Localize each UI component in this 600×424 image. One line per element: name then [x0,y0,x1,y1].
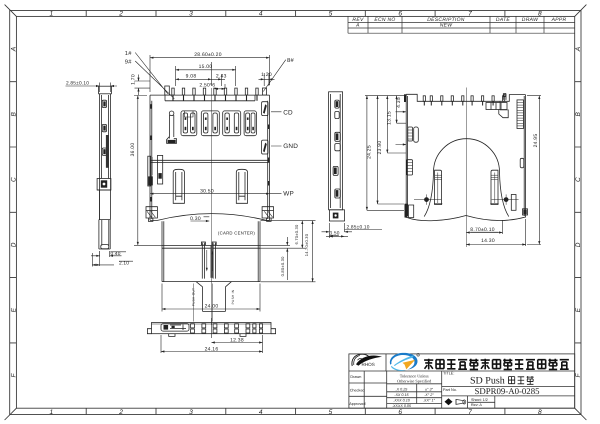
svg-text:1: 1 [49,10,53,17]
svg-text:DATE: DATE [496,17,511,23]
svg-text:0.30: 0.30 [190,216,201,222]
svg-text:0.80±0.30: 0.80±0.30 [280,256,285,277]
svg-text:30.50: 30.50 [200,188,214,194]
svg-text:24.25: 24.25 [366,145,372,159]
svg-text:E: E [575,307,582,312]
svg-text:5: 5 [329,409,333,416]
svg-text:Sheet: 1/2: Sheet: 1/2 [471,398,488,402]
svg-text:Rev: A: Rev: A [471,403,482,407]
svg-text:8: 8 [538,10,542,17]
svg-text:PUSH IN: PUSH IN [231,289,235,304]
svg-text:GND: GND [283,143,298,150]
svg-text:2.43: 2.43 [216,73,227,79]
svg-text:SDPR09-A0-0285: SDPR09-A0-0285 [474,386,540,396]
svg-text:C: C [10,177,17,182]
svg-text:5: 5 [329,10,333,17]
svg-text:6: 6 [398,409,402,416]
svg-text:14.30: 14.30 [481,238,495,244]
svg-text:6: 6 [398,10,402,17]
svg-text:2.85±0.10: 2.85±0.10 [66,81,89,87]
svg-text:C: C [575,177,582,182]
svg-text:PUSH OUT: PUSH OUT [192,288,196,306]
svg-text:3: 3 [189,409,193,416]
svg-text:8#: 8# [287,57,294,64]
svg-text:4.35: 4.35 [396,97,402,108]
svg-text:D: D [10,242,17,247]
svg-text:±° 3°: ±° 3° [425,387,434,391]
svg-text:R: R [417,354,419,357]
svg-text:14.70±0.30: 14.70±0.30 [304,233,309,256]
svg-text:7: 7 [468,10,472,17]
svg-text:REV: REV [352,17,364,23]
svg-text:9.08: 9.08 [186,73,197,79]
svg-text:Approved: Approved [349,402,365,406]
svg-text:A: A [355,23,360,29]
svg-text:24.16: 24.16 [205,346,219,352]
svg-text:2.50*6: 2.50*6 [199,82,215,88]
svg-text:4: 4 [259,409,263,416]
svg-text:Otherwise Specified: Otherwise Specified [397,379,432,384]
svg-text:0.40: 0.40 [111,251,121,257]
svg-text:.X° 2°: .X° 2° [424,393,434,397]
svg-text:.XX° 1°: .XX° 1° [423,399,435,403]
svg-text:.X 0.25: .X 0.25 [396,387,409,391]
svg-text:B: B [575,112,582,117]
svg-text:Checked: Checked [350,389,365,393]
svg-text:36.00: 36.00 [130,143,136,157]
svg-text:ECN NO: ECN NO [374,17,395,23]
svg-text:28.60±0.20: 28.60±0.20 [194,52,222,58]
svg-text:12.38: 12.38 [230,337,244,343]
svg-text:3: 3 [189,10,193,17]
svg-text:DESCRIPTION: DESCRIPTION [427,17,465,23]
svg-text:7: 7 [468,409,472,416]
svg-text:15.00: 15.00 [199,64,213,70]
svg-text:24.95: 24.95 [533,134,539,148]
svg-text:1.70: 1.70 [131,74,137,85]
svg-text:8.70±0.10: 8.70±0.10 [470,227,494,233]
svg-text:F: F [575,373,582,378]
svg-text:Drawn: Drawn [350,375,361,379]
svg-text:.XX 0.15: .XX 0.15 [394,393,409,397]
svg-text:1: 1 [49,409,53,416]
svg-text:6.70±0.30: 6.70±0.30 [294,224,299,245]
svg-text:3.50: 3.50 [330,231,340,237]
svg-text:.XXX 0.10: .XXX 0.10 [393,399,411,403]
svg-text:A: A [575,46,582,52]
svg-text:F: F [10,373,17,378]
svg-text:.XXXX 0.05: .XXXX 0.05 [392,404,412,408]
svg-text:B: B [10,112,17,117]
svg-text:24.00: 24.00 [205,304,219,310]
svg-text:23.90: 23.90 [377,141,383,155]
svg-text:RHOS: RHOS [362,362,375,367]
svg-text:2: 2 [118,10,123,17]
svg-text:APPR: APPR [551,17,567,23]
svg-text:DRAW: DRAW [522,17,539,23]
svg-text:E: E [10,307,17,312]
svg-text:2.10: 2.10 [119,260,129,266]
svg-text:1.20: 1.20 [261,72,272,78]
svg-text:CD: CD [283,109,293,116]
svg-text:4: 4 [259,10,263,17]
svg-text:SD Push: SD Push [470,375,505,386]
svg-text:TITLE:: TITLE: [443,371,454,375]
svg-text:WP: WP [283,191,294,198]
svg-text:D: D [575,242,582,247]
svg-text:Tolerance Unless: Tolerance Unless [400,374,429,379]
svg-text:9#: 9# [125,58,132,65]
svg-text:A: A [10,46,17,52]
svg-text:Part No.: Part No. [443,388,457,392]
svg-text:13.15: 13.15 [387,111,393,125]
svg-text:1#: 1# [125,51,132,57]
svg-text:NEW: NEW [440,23,454,29]
svg-text:2.85±0.10: 2.85±0.10 [347,224,370,230]
svg-text:8: 8 [538,409,542,416]
svg-text:2: 2 [118,409,123,416]
svg-text:(CARD CENTER): (CARD CENTER) [218,231,255,236]
